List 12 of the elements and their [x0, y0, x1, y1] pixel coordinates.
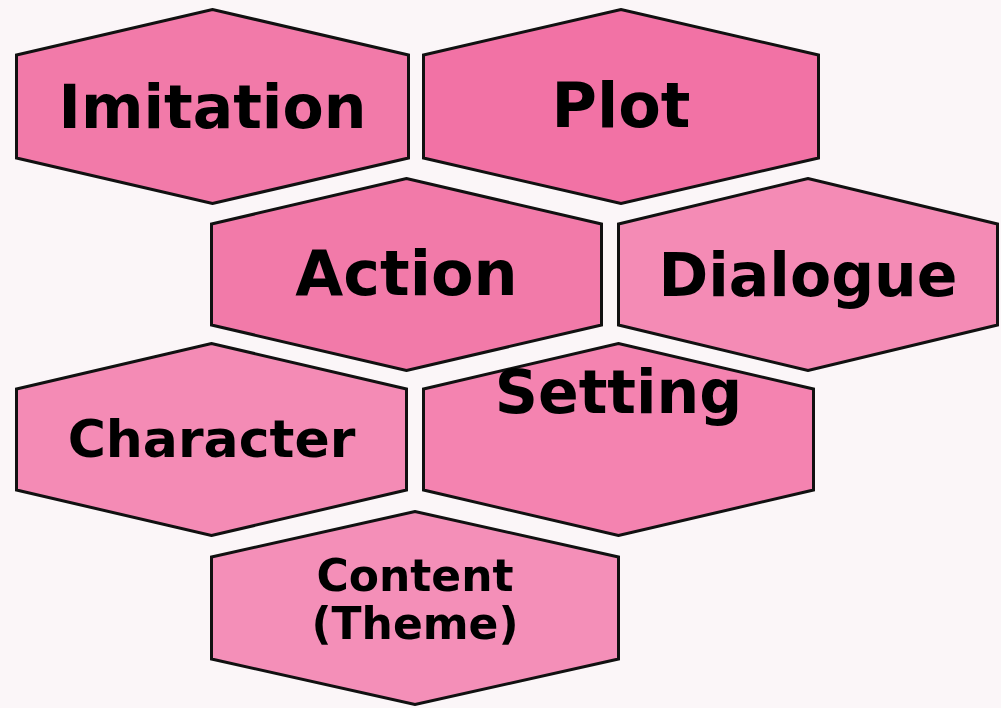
hexagon	[15, 342, 408, 537]
hexagon-label: Character	[66, 410, 357, 469]
hexagon	[15, 8, 410, 205]
hexagon-label: Imitation	[57, 73, 368, 140]
hexagon-label: Plot	[550, 72, 692, 141]
hexagon	[422, 8, 820, 205]
hexagon-label: Content (Theme)	[310, 551, 520, 649]
hexagon-label: Dialogue	[657, 241, 959, 308]
hexagon-label: Setting	[493, 358, 744, 425]
hexagon-label: Action	[294, 240, 519, 309]
hexagon	[422, 342, 815, 537]
hexagon	[210, 510, 620, 706]
